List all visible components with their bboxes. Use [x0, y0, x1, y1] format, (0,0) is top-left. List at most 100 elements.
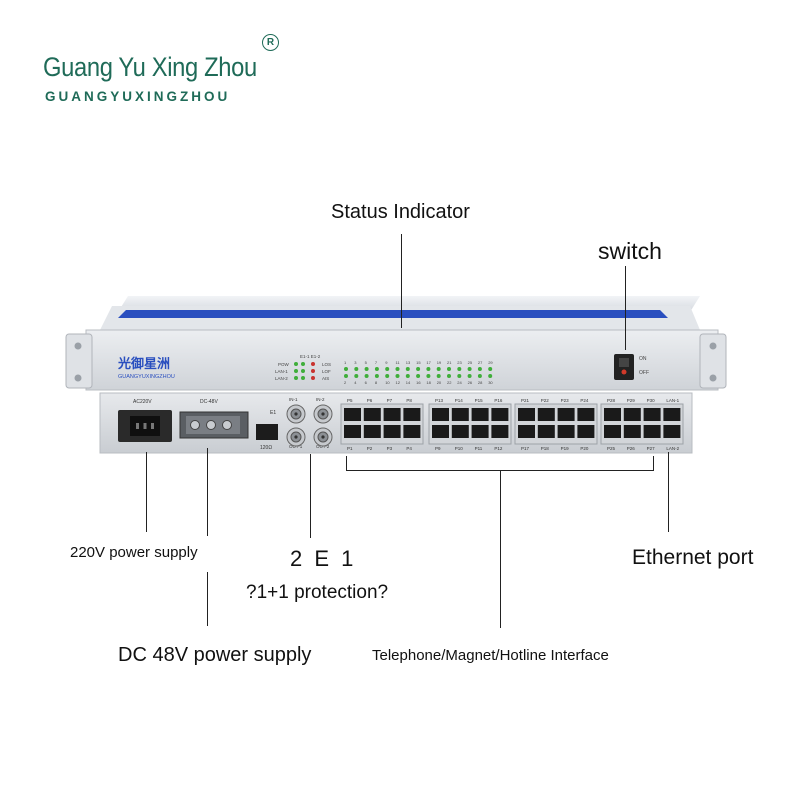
rack-ear-right	[699, 333, 727, 389]
label-ethernet-port: Ethernet port	[632, 546, 754, 569]
rj-port	[432, 408, 449, 421]
switch-off-label: OFF	[639, 370, 649, 376]
port-label: P4	[406, 446, 412, 451]
channel-number: 29	[488, 360, 493, 365]
rj-port	[451, 408, 469, 421]
e1-label: E1	[270, 410, 276, 416]
channel-led	[477, 374, 482, 378]
channel-led	[385, 367, 390, 371]
callout-line-dc48v-lower	[207, 572, 209, 626]
channel-number: 25	[468, 360, 473, 365]
status-led	[301, 376, 305, 380]
channel-led	[467, 367, 472, 371]
blue-stripe	[118, 310, 668, 318]
bnc-label: IN-2	[316, 397, 325, 402]
rj-port	[557, 408, 575, 421]
channel-number: 9	[385, 360, 388, 365]
channel-led	[426, 367, 431, 371]
brand-subtitle: GUANGYUXINGZHOU	[45, 89, 231, 104]
channel-led	[395, 374, 400, 378]
channel-number: 7	[375, 360, 378, 365]
channel-leds: 1234567891011121314151617181920212223242…	[344, 360, 493, 385]
rj-port	[471, 408, 489, 421]
channel-led	[405, 367, 410, 371]
channel-led	[467, 374, 472, 378]
channel-led	[457, 374, 462, 378]
port-label: P7	[387, 398, 393, 403]
ac-pin	[136, 423, 139, 429]
channel-number: 19	[437, 360, 442, 365]
port-label: P6	[367, 398, 373, 403]
channel-led	[416, 367, 421, 371]
rj-port	[344, 408, 361, 421]
rj-port	[363, 425, 381, 438]
channel-number: 23	[457, 360, 462, 365]
led-label: LOS	[322, 362, 331, 367]
port-label: P14	[455, 398, 464, 403]
rj-port	[557, 425, 575, 438]
rj-port	[623, 408, 641, 421]
port-label: P15	[475, 398, 484, 403]
rj-port	[643, 408, 661, 421]
bnc-label: OUT-1	[289, 444, 303, 449]
label-status-indicator: Status Indicator	[331, 201, 470, 223]
rj-port	[451, 425, 469, 438]
port-groups: P5P1P6P2P7P3P8P4P13P9P14P10P15P11P16P12P…	[340, 398, 684, 451]
dc-label: DC-48V	[200, 399, 218, 405]
front-logo-sub: GUANGYUXINGZHOU	[118, 374, 175, 380]
channel-number: 15	[416, 360, 421, 365]
rack-ear-left	[65, 333, 93, 389]
port-label: P1	[347, 446, 353, 451]
registered-mark: R	[262, 34, 279, 51]
bnc-connector	[286, 404, 306, 424]
channel-number: 20	[437, 380, 442, 385]
channel-number: 10	[385, 380, 390, 385]
label-e1-title: 2 E 1	[290, 546, 357, 571]
port-label: P5	[347, 398, 353, 403]
channel-led	[385, 374, 390, 378]
port-label: P12	[494, 446, 503, 451]
channel-number: 30	[488, 380, 493, 385]
port-label: P19	[561, 446, 570, 451]
port-label: LAN-2	[666, 446, 679, 451]
ac-pin	[151, 423, 154, 429]
switch-on-label: ON	[639, 356, 647, 362]
port-label: P25	[607, 446, 616, 451]
status-led	[294, 376, 298, 380]
rj-port	[491, 425, 509, 438]
channel-led	[344, 374, 348, 378]
callout-line-220v	[146, 452, 148, 532]
rack-hole	[709, 374, 717, 382]
channel-led	[374, 367, 379, 371]
port-label: P10	[455, 446, 464, 451]
callout-line-telephone	[500, 470, 502, 628]
channel-led	[416, 374, 421, 378]
channel-number: 6	[365, 380, 368, 385]
rj-port	[518, 408, 535, 421]
rj-port	[577, 408, 595, 421]
channel-led	[436, 374, 441, 378]
rack-hole	[709, 342, 717, 350]
callout-bracket-left	[346, 456, 348, 471]
callout-line-switch	[625, 266, 627, 350]
channel-led	[354, 374, 359, 378]
channel-led	[488, 367, 493, 371]
rj45-120-label: 120Ω	[260, 445, 272, 451]
led-label: POW	[278, 362, 290, 367]
front-panel	[85, 329, 719, 391]
rj-port	[604, 425, 621, 438]
rj-port	[537, 408, 555, 421]
callout-line-status	[401, 234, 403, 328]
status-led	[301, 362, 305, 366]
led-label: LAN-1	[275, 369, 288, 374]
dc-screw	[190, 420, 200, 430]
rj-port	[577, 425, 595, 438]
channel-number: 13	[406, 360, 411, 365]
channel-led	[344, 367, 348, 371]
channel-number: 17	[426, 360, 431, 365]
label-220v-power: 220V power supply	[70, 544, 198, 561]
channel-led	[457, 367, 462, 371]
channel-led	[488, 374, 493, 378]
rack-hole	[74, 374, 82, 382]
